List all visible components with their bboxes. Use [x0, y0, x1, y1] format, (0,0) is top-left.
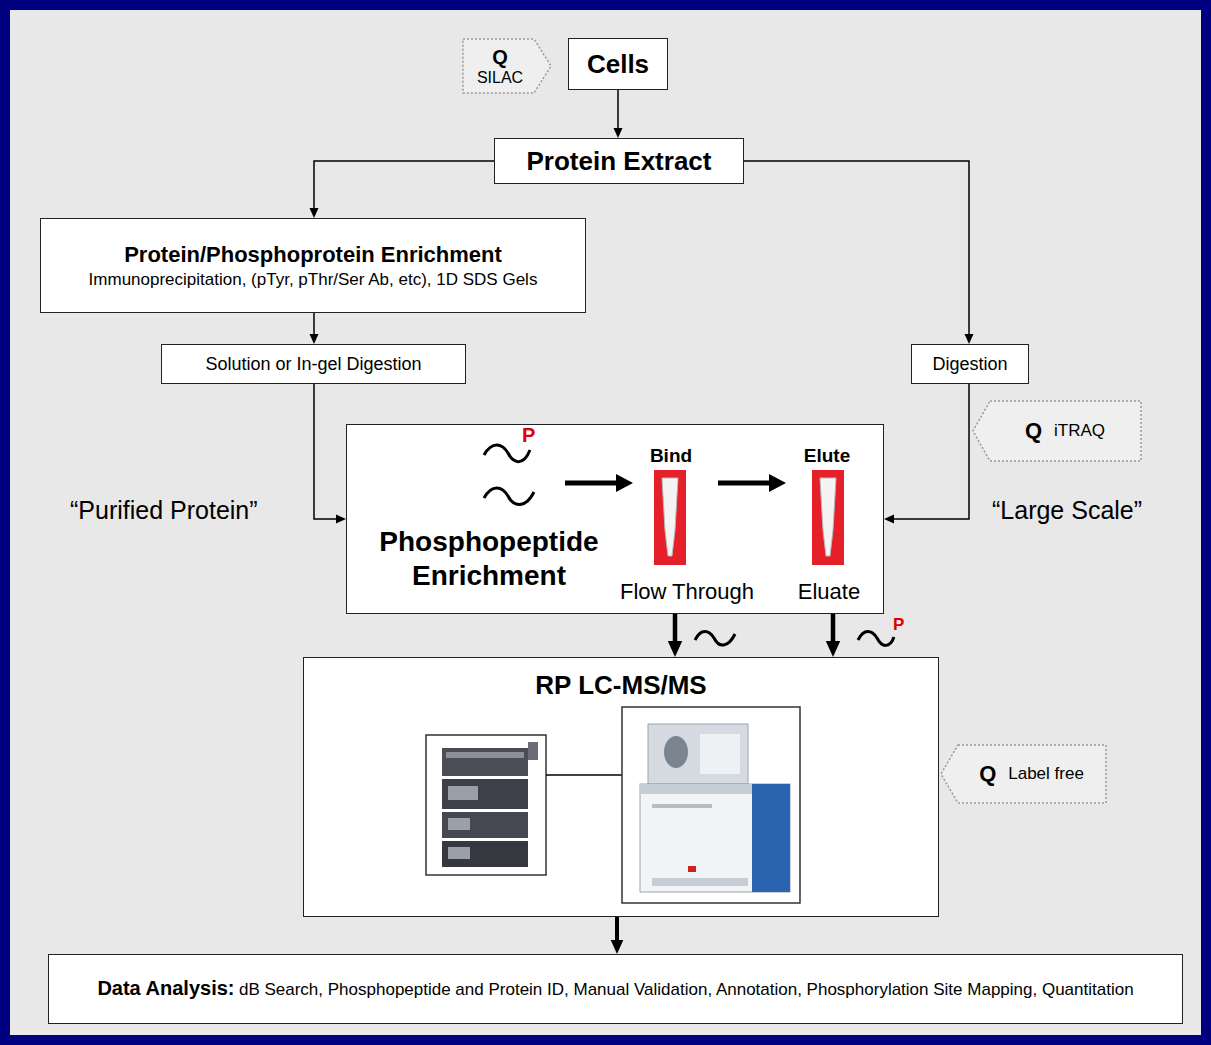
node-title: Data Analysis:: [97, 977, 234, 999]
node-text: Elute: [787, 445, 867, 467]
flow-arrow: [314, 384, 346, 524]
text-row: Data Analysis: dB Search, Phosphopeptide…: [97, 976, 1133, 1002]
node-text: Bind: [631, 445, 711, 467]
peptide-icon: [484, 488, 534, 505]
process-box: Protein/Phosphoprotein EnrichmentImmunop…: [40, 218, 586, 313]
node-text: SILAC: [477, 68, 523, 87]
phosphopeptide-icon: [858, 632, 894, 646]
node-title: Q: [1025, 418, 1042, 444]
process-box: Protein Extract: [494, 138, 744, 184]
annotation-label: “Large Scale”: [992, 498, 1142, 523]
flow-arrow: [668, 614, 682, 657]
node-title: Cells: [587, 49, 649, 80]
phosphopeptide-icon: [484, 445, 530, 462]
node-text: Flow Through: [597, 579, 777, 605]
flow-arrow: [310, 313, 319, 344]
lc-instrument: [426, 735, 546, 875]
node-text: Label free: [1008, 764, 1084, 784]
process-box: RP LC-MS/MS: [303, 657, 939, 917]
node-title: Phosphopeptide Enrichment: [359, 525, 619, 593]
quant-tag: QiTRAQ: [972, 400, 1142, 462]
flow-arrow: [310, 161, 495, 218]
node-text: Immunoprecipitation, (pTyr, pThr/Ser Ab,…: [89, 269, 538, 290]
phospho-mark: P: [522, 425, 535, 445]
process-box: Data Analysis: dB Search, Phosphopeptide…: [48, 954, 1183, 1024]
quant-tag: Q Label free: [940, 744, 1107, 804]
node-title: Protein/Phosphoprotein Enrichment: [124, 241, 502, 269]
process-box: Cells: [568, 38, 668, 90]
phospho-mark: P: [893, 616, 904, 633]
flow-arrow: [826, 614, 840, 657]
process-box: Phosphopeptide Enrichment Bind EluteFlow T…: [346, 424, 884, 614]
node-text: Eluate: [779, 579, 879, 605]
tip-column: [812, 470, 844, 565]
process-box: Digestion: [911, 344, 1029, 384]
flow-arrow: [611, 917, 624, 954]
flow-arrow: [744, 161, 974, 344]
node-title: Q: [492, 46, 508, 68]
process-arrow: [546, 770, 636, 780]
process-box: Solution or In-gel Digestion: [161, 344, 466, 384]
node-title: Protein Extract: [527, 146, 712, 177]
flow-arrow: [884, 384, 969, 524]
node-title: RP LC-MS/MS: [535, 670, 706, 700]
node-text: dB Search, Phosphopeptide and Protein ID…: [239, 980, 1134, 999]
node-title: Solution or In-gel Digestion: [205, 354, 421, 375]
flow-arrow: [614, 90, 623, 138]
tip-column: [654, 470, 686, 565]
node-title: Digestion: [932, 354, 1007, 375]
annotation-label: “Purified Protein”: [70, 498, 258, 523]
ms-instrument: [622, 707, 800, 903]
node-title: Q: [979, 761, 996, 787]
quant-tag: QSILAC: [462, 38, 552, 94]
process-arrow: [565, 474, 633, 492]
node-text: iTRAQ: [1054, 421, 1105, 441]
peptide-icon: [695, 632, 735, 646]
process-arrow: [718, 474, 786, 492]
